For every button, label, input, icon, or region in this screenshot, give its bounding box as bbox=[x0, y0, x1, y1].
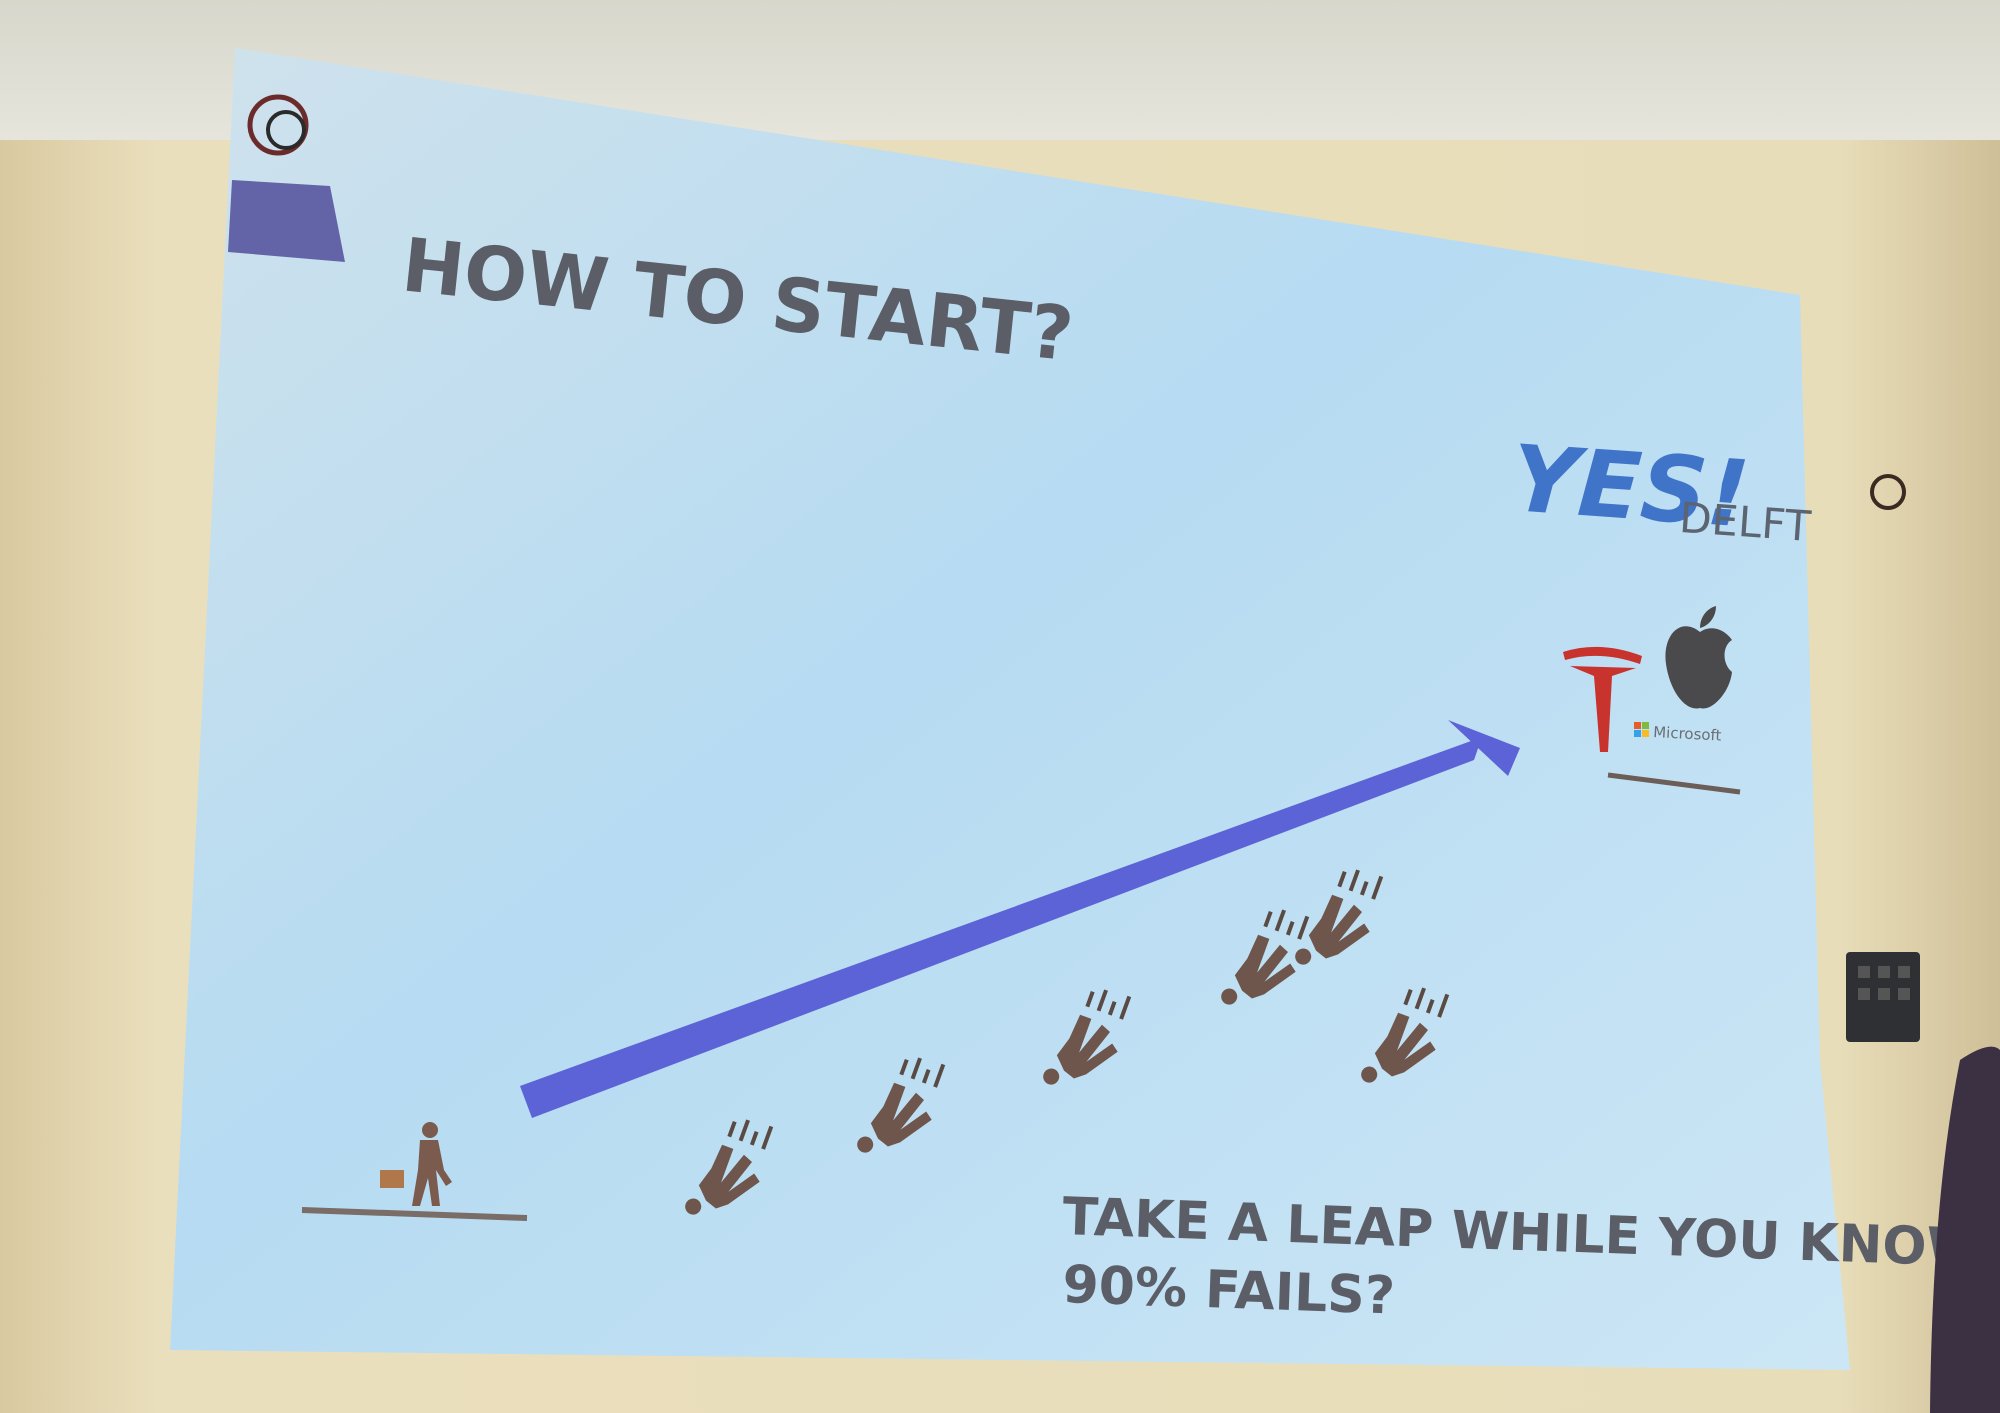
yes-delft-logo: YES! DELFT bbox=[1508, 425, 1813, 551]
presenter-silhouette bbox=[1930, 1046, 2000, 1413]
question-line-2: 90% FAILS? bbox=[1062, 1255, 1396, 1327]
tesla-logo-icon bbox=[1563, 646, 1642, 752]
title-accent-bar bbox=[228, 180, 345, 262]
logo-yes-text: YES! bbox=[1508, 425, 1753, 548]
ceiling-cables bbox=[247, 94, 1906, 510]
start-platform-line bbox=[301, 1207, 528, 1221]
microsoft-label: Microsoft bbox=[1653, 723, 1722, 745]
wall-control-panel bbox=[1846, 952, 1920, 1042]
businessman-walking-icon bbox=[380, 1122, 452, 1206]
projection-screen bbox=[170, 48, 1850, 1370]
microsoft-logo-icon bbox=[1634, 722, 1649, 737]
leap-arrow bbox=[520, 720, 1520, 1118]
apple-logo-icon bbox=[1665, 606, 1732, 709]
logo-delft-text: DELFT bbox=[1678, 493, 1813, 551]
success-platform-line bbox=[1607, 772, 1741, 795]
